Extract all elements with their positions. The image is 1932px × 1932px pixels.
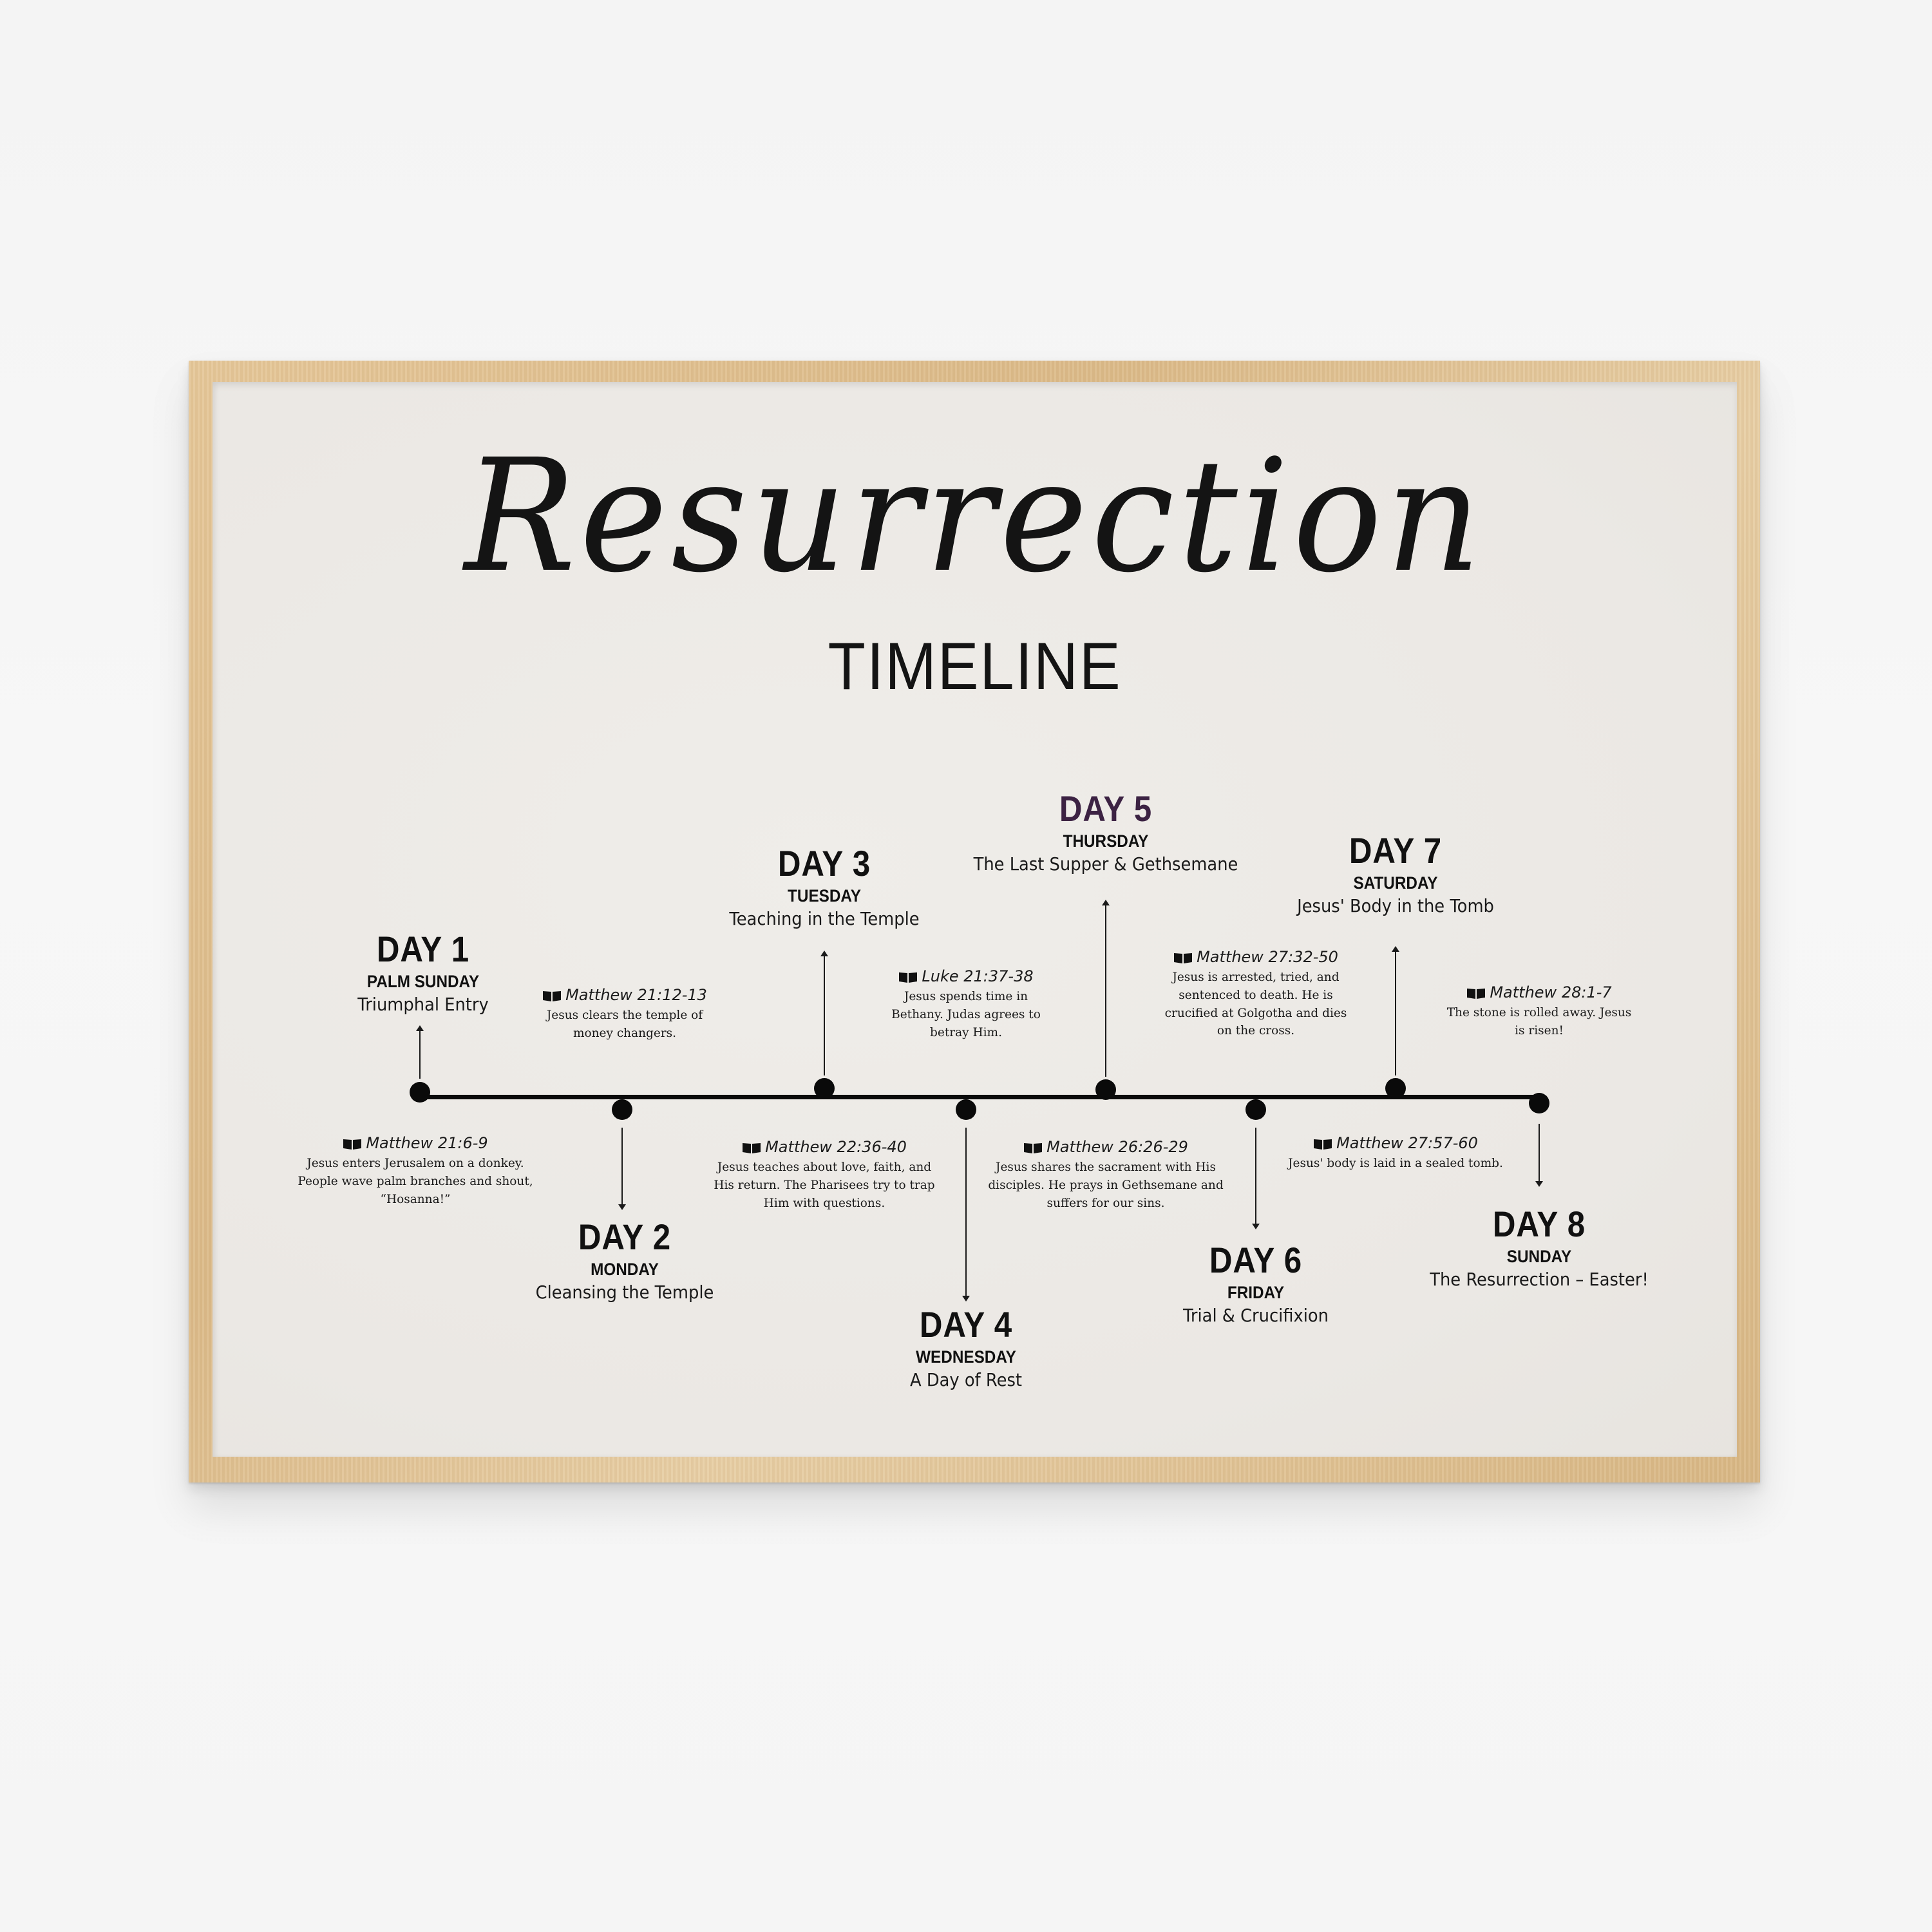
day-block-7: DAY 7 SATURDAY Jesus' Body in the Tomb [1202,831,1589,918]
day-title: DAY 3 [777,843,871,884]
scripture-reference: Luke 21:37-38 [922,967,1034,985]
day-block-2: DAY 2 MONDAY Cleansing the Temple [431,1217,818,1304]
day-block-4: DAY 4 WEDNESDAY A Day of Rest [773,1305,1159,1392]
day-event: A Day of Rest [910,1368,1022,1390]
timeline-dot-day-6 [1245,1099,1266,1120]
open-book-icon [1024,1142,1043,1153]
day-block-5: DAY 5 THURSDAY The Last Supper & Gethsem… [913,789,1299,876]
day-block-8: DAY 8 SUNDAY The Resurrection – Easter! [1346,1204,1732,1291]
scripture-reference: Matthew 21:12-13 [565,986,707,1004]
day-title: DAY 1 [376,929,470,969]
day-event: Jesus' Body in the Tomb [1297,895,1494,916]
scripture-note-3: Matthew 22:36-40 Jesus teaches about lov… [708,1137,940,1212]
scripture-reference: Matthew 21:6-9 [366,1134,488,1152]
scripture-note-7: Matthew 27:57-60 Jesus' body is laid in … [1273,1133,1518,1173]
timeline-poster: Resurrection TIMELINE DAY 1 PALM SUNDAY … [213,382,1737,1457]
scripture-note-6: Matthew 27:32-50 Jesus is arrested, trie… [1162,947,1349,1040]
day-weekday: THURSDAY [1063,831,1149,851]
scripture-summary: Jesus spends time in Bethany. Judas agre… [891,990,1041,1039]
arrow-down-icon [1252,1128,1260,1229]
day-block-3: DAY 3 TUESDAY Teaching in the Temple [631,844,1018,931]
scripture-summary: Jesus shares the sacrament with His disc… [988,1160,1224,1210]
day-event: The Last Supper & Gethsemane [973,853,1238,875]
day-event: Triumphal Entry [357,993,489,1015]
timeline-dot-day-1 [410,1082,430,1103]
arrow-down-icon [962,1128,970,1302]
arrow-up-icon [1392,946,1399,1075]
open-book-icon [899,972,918,983]
arrow-up-icon [1102,900,1110,1077]
timeline-dot-day-4 [956,1099,976,1120]
open-book-icon [1467,988,1486,999]
day-weekday: PALM SUNDAY [366,971,480,991]
day-event: Teaching in the Temple [729,907,920,929]
day-title: DAY 6 [1209,1240,1303,1280]
scripture-summary: Jesus enters Jerusalem on a donkey. Peop… [298,1157,533,1206]
scripture-summary: Jesus teaches about love, faith, and His… [714,1160,935,1210]
day-event: Cleansing the Temple [535,1281,714,1303]
scripture-note-8: Matthew 28:1-7 The stone is rolled away.… [1443,983,1636,1040]
day-title: DAY 2 [578,1217,672,1257]
day-block-1: DAY 1 PALM SUNDAY Triumphal Entry [230,929,616,1016]
scripture-summary: Jesus clears the temple of money changer… [546,1009,703,1040]
scripture-summary: Jesus is arrested, tried, and sentenced … [1164,971,1347,1038]
day-block-6: DAY 6 FRIDAY Trial & Crucifixion [1063,1240,1449,1327]
scripture-note-4: Luke 21:37-38 Jesus spends time in Betha… [882,967,1050,1041]
day-title: DAY 7 [1349,830,1443,871]
day-weekday: SATURDAY [1353,873,1438,893]
day-weekday: FRIDAY [1227,1282,1285,1302]
day-title: DAY 8 [1492,1204,1586,1244]
open-book-icon [743,1142,761,1153]
scripture-reference: Matthew 26:26-29 [1046,1138,1188,1156]
arrow-up-icon [820,951,828,1075]
timeline-axis [420,1095,1539,1099]
scripture-reference: Matthew 27:32-50 [1197,948,1338,966]
poster-title: Resurrection [464,426,1485,607]
scripture-reference: Matthew 22:36-40 [765,1138,907,1156]
day-weekday: TUESDAY [788,886,861,905]
open-book-icon [1314,1139,1332,1150]
picture-frame: Resurrection TIMELINE DAY 1 PALM SUNDAY … [189,361,1760,1482]
arrow-up-icon [416,1025,424,1079]
arrow-down-icon [618,1128,626,1210]
day-title: DAY 4 [919,1304,1013,1345]
open-book-icon [543,990,562,1001]
arrow-down-icon [1535,1124,1543,1187]
poster-subtitle: TIMELINE [828,629,1122,704]
day-weekday: WEDNESDAY [916,1347,1016,1367]
scripture-note-5: Matthew 26:26-29 Jesus shares the sacram… [977,1137,1235,1212]
timeline-dot-day-2 [612,1099,632,1120]
scripture-reference: Matthew 28:1-7 [1490,983,1612,1001]
day-weekday: MONDAY [591,1259,659,1279]
timeline-dot-day-8 [1529,1093,1549,1113]
day-title: DAY 5 [1059,788,1153,829]
scripture-note-2: Matthew 21:12-13 Jesus clears the temple… [541,985,708,1043]
scripture-reference: Matthew 27:57-60 [1336,1134,1478,1152]
scripture-summary: The stone is rolled away. Jesus is risen… [1446,1006,1632,1037]
day-weekday: SUNDAY [1506,1246,1572,1266]
scripture-note-1: Matthew 21:6-9 Jesus enters Jerusalem on… [287,1133,544,1208]
scripture-summary: Jesus' body is laid in a sealed tomb. [1288,1157,1503,1171]
timeline-dot-day-7 [1385,1078,1406,1099]
day-event: The Resurrection – Easter! [1430,1268,1649,1290]
timeline-dot-day-5 [1095,1079,1116,1100]
open-book-icon [343,1139,362,1150]
day-event: Trial & Crucifixion [1182,1304,1329,1326]
open-book-icon [1174,952,1193,963]
timeline-dot-day-3 [814,1078,835,1099]
